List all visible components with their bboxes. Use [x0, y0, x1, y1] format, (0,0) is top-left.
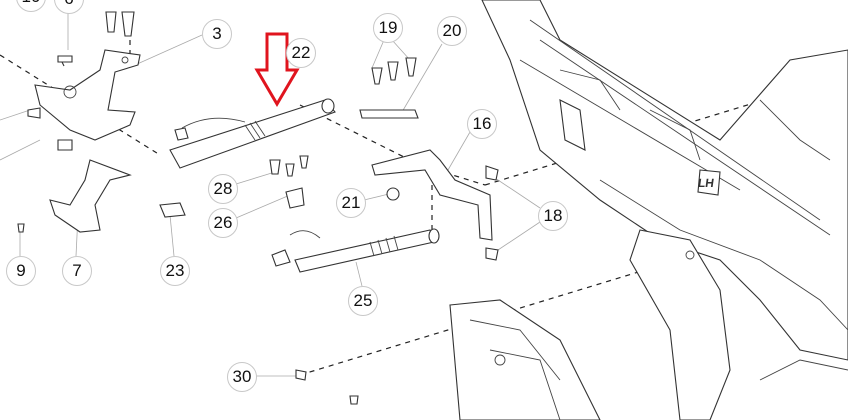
callout-30: 30	[227, 362, 257, 392]
callout-28: 28	[208, 174, 238, 204]
bolt-icons	[17, 11, 499, 405]
callout-9: 9	[6, 256, 36, 286]
assembly-line	[484, 91, 791, 186]
arrow-down-icon	[254, 32, 300, 107]
door-frame	[449, 0, 848, 420]
callout-21: 21	[336, 188, 366, 218]
callout-25: 25	[348, 286, 378, 316]
door-marking: LH	[697, 176, 715, 190]
callout-16: 16	[467, 109, 497, 139]
hinge-part	[34, 49, 141, 141]
bracket-16	[371, 149, 493, 241]
leader-lines	[0, 12, 541, 377]
gas-strut-upper	[169, 98, 336, 169]
callout-19: 19	[373, 13, 403, 43]
callout-7: 7	[62, 256, 92, 286]
callout-22: 22	[286, 38, 316, 68]
callout-18: 18	[538, 201, 568, 231]
callout-23: 23	[160, 256, 190, 286]
callout-3: 3	[202, 19, 232, 49]
bracket-26	[285, 187, 305, 209]
clip-part	[159, 202, 186, 218]
callout-20: 20	[437, 16, 467, 46]
gas-strut-lower	[271, 228, 440, 273]
bracket-part	[49, 159, 132, 233]
callout-26: 26	[208, 208, 238, 238]
plate-20	[359, 109, 419, 119]
